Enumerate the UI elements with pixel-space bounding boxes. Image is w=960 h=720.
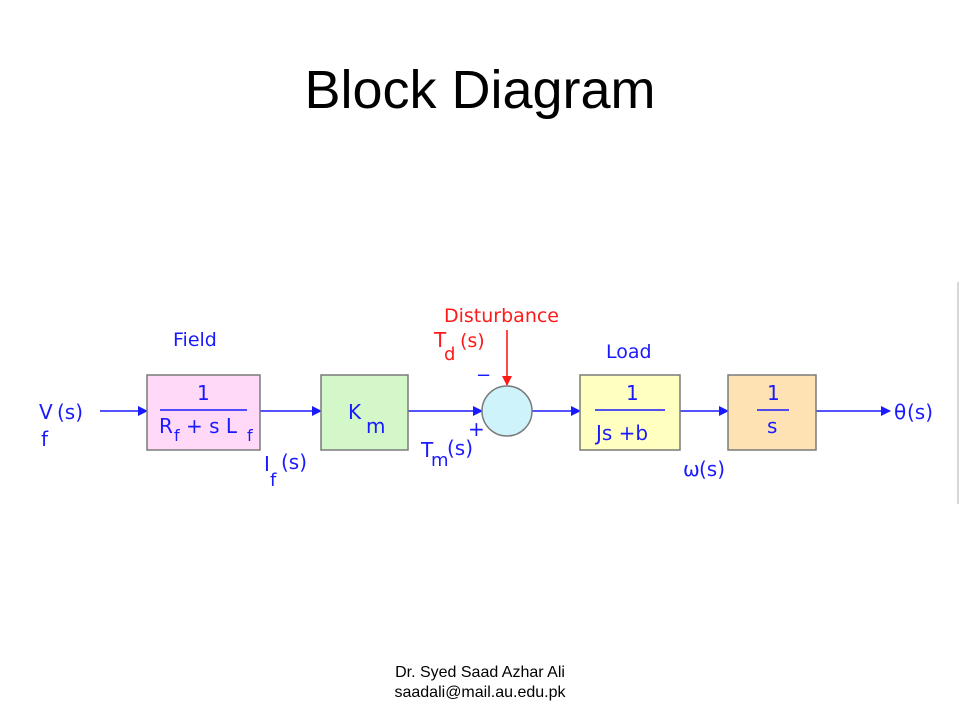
sum-plus-sign: + xyxy=(468,417,485,441)
input-arg: (s) xyxy=(57,400,83,424)
field-den-l-sub: f xyxy=(247,426,253,445)
load-label: Load xyxy=(606,341,652,363)
tm-arg: (s) xyxy=(447,436,473,460)
field-numerator: 1 xyxy=(197,381,210,405)
omega-arg: (s) xyxy=(699,457,725,481)
footer-author: Dr. Syed Saad Azhar Ali xyxy=(395,664,565,681)
sum-minus-sign: − xyxy=(476,365,491,386)
gain-symbol: K xyxy=(348,400,362,424)
load-denominator: Js +b xyxy=(594,421,648,445)
output-var: θ xyxy=(894,400,906,424)
input-sub: f xyxy=(41,427,49,451)
slide-footer: Dr. Syed Saad Azhar Ali saadali@mail.au.… xyxy=(0,663,960,703)
summing-junction xyxy=(481,385,533,437)
if-arg: (s) xyxy=(281,450,307,474)
gain-block xyxy=(320,374,409,451)
field-block xyxy=(146,374,261,451)
input-var: V xyxy=(39,400,53,424)
tm-sub: m xyxy=(431,450,449,471)
td-sub: d xyxy=(444,344,455,365)
disturbance-label: Disturbance xyxy=(444,305,559,327)
output-arg: (s) xyxy=(907,400,933,424)
integrator-block xyxy=(727,374,817,451)
gain-sub: m xyxy=(366,414,385,438)
tm-var: T xyxy=(420,438,434,462)
if-var: I xyxy=(264,452,270,476)
field-den-r-sub: f xyxy=(174,426,180,445)
if-sub: f xyxy=(270,470,277,491)
integrator-numerator: 1 xyxy=(767,381,780,405)
field-label: Field xyxy=(173,329,217,351)
omega-var: ω xyxy=(683,457,700,481)
td-arg: (s) xyxy=(460,330,485,352)
load-numerator: 1 xyxy=(626,381,639,405)
integrator-denominator: s xyxy=(767,414,777,438)
slide-title: Block Diagram xyxy=(304,60,656,120)
field-den-mid: + s L xyxy=(186,414,238,438)
footer-email: saadali@mail.au.edu.pk xyxy=(394,684,566,701)
td-var: T xyxy=(433,328,447,352)
field-den-r: R xyxy=(159,414,173,438)
slide-edge-divider xyxy=(957,282,959,504)
load-block xyxy=(579,374,681,451)
